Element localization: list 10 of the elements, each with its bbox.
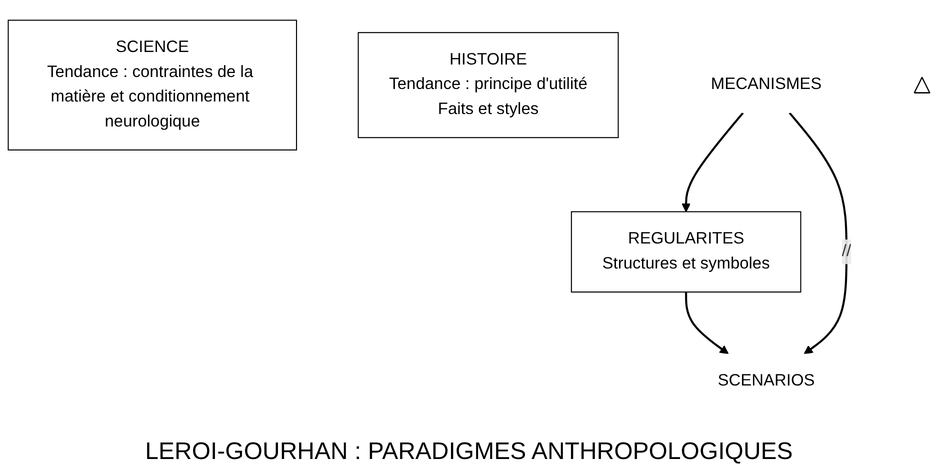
arrow — [788, 112, 848, 354]
node-box: REGULARITES Structures et symboles — [570, 211, 802, 293]
caption: LEROI-GOURHAN : PARADIGMES ANTHROPOLOGIQUES — [145, 438, 793, 466]
arrow — [685, 292, 729, 354]
node-text: MECANISMES — [710, 76, 822, 94]
node-box: SCIENCE Tendance : contraintes de la matière et conditionnement neurologique — [8, 20, 298, 151]
node-box: HISTOIRE Tendance : principe d'utilité Faits et styles — [358, 32, 619, 138]
node-text: SCENARIOS — [718, 372, 815, 390]
arrow — [682, 112, 744, 212]
edge-label: // — [842, 242, 852, 260]
